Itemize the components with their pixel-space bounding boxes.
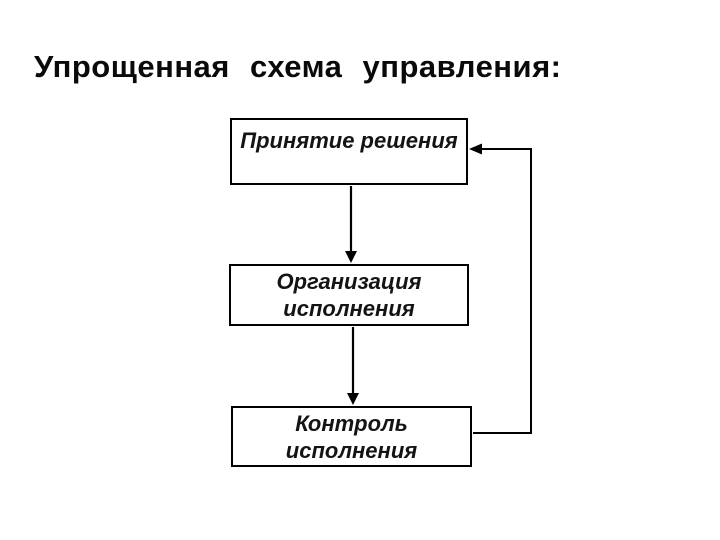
flow-box-organization-label-line1: Организация: [276, 269, 422, 294]
feedback-loop-control-to-decision: [469, 143, 532, 434]
flow-box-organization: Организация исполнения: [229, 264, 469, 326]
flow-box-organization-label-line2: исполнения: [283, 296, 415, 321]
arrow-decision-to-organization: [345, 186, 357, 263]
flow-box-control-label-line2: исполнения: [285, 437, 418, 463]
arrowhead-down-icon: [347, 393, 359, 405]
flow-box-decision-label: Принятие решения: [240, 128, 458, 153]
flow-box-control: Контроль исполнения: [231, 406, 472, 467]
arrowhead-left-icon: [469, 143, 482, 155]
arrow-organization-to-control: [347, 327, 359, 405]
page-title: Упрощенная схема управления:: [34, 49, 562, 84]
flow-box-control-label-line1: Контроль: [295, 410, 408, 436]
flow-box-decision: Принятие решения: [230, 118, 468, 185]
arrowhead-down-icon: [345, 251, 357, 263]
feedback-shaft: [473, 148, 532, 434]
